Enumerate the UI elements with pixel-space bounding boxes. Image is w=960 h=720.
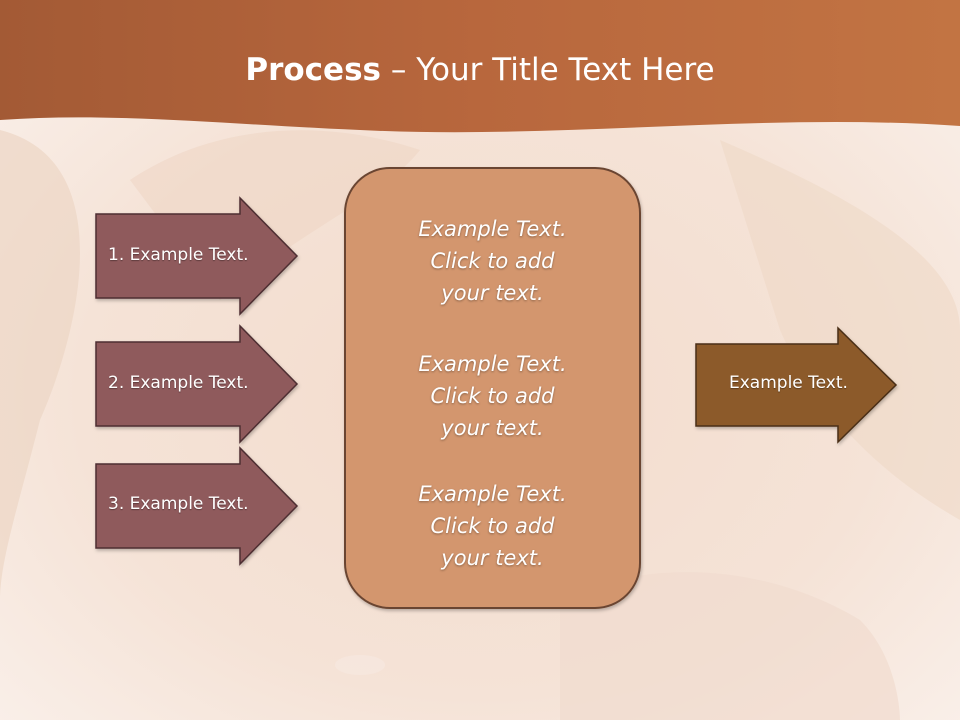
right-arrow[interactable] [695, 326, 898, 444]
center-text-line: your text. [441, 546, 544, 570]
center-text-line: Example Text. [418, 352, 567, 376]
center-text-line: Example Text. [418, 482, 567, 506]
title-rest: – Your Title Text Here [381, 52, 715, 88]
center-text-line: Click to add [430, 514, 555, 538]
left-arrow-2[interactable] [95, 324, 299, 444]
left-arrow-3[interactable] [95, 446, 299, 566]
left-arrow-3-label: 3. Example Text. [108, 494, 249, 514]
header-band [0, 0, 960, 133]
center-text-line: Click to add [430, 384, 555, 408]
center-text-block-1: Example Text. Click to add your text. [345, 213, 640, 309]
right-arrow-label: Example Text. [729, 373, 848, 393]
center-text-block-3: Example Text. Click to add your text. [345, 478, 640, 574]
title-bold: Process [245, 52, 381, 88]
center-text-line: your text. [441, 281, 544, 305]
center-text-line: your text. [441, 416, 544, 440]
slide-title: Process – Your Title Text Here [0, 52, 960, 88]
center-text-block-2: Example Text. Click to add your text. [345, 348, 640, 444]
center-text-line: Click to add [430, 249, 555, 273]
center-text-line: Example Text. [418, 217, 567, 241]
left-arrow-1-label: 1. Example Text. [108, 245, 249, 265]
left-arrow-1[interactable] [95, 196, 299, 316]
center-box[interactable] [344, 167, 641, 609]
left-arrow-2-label: 2. Example Text. [108, 373, 249, 393]
